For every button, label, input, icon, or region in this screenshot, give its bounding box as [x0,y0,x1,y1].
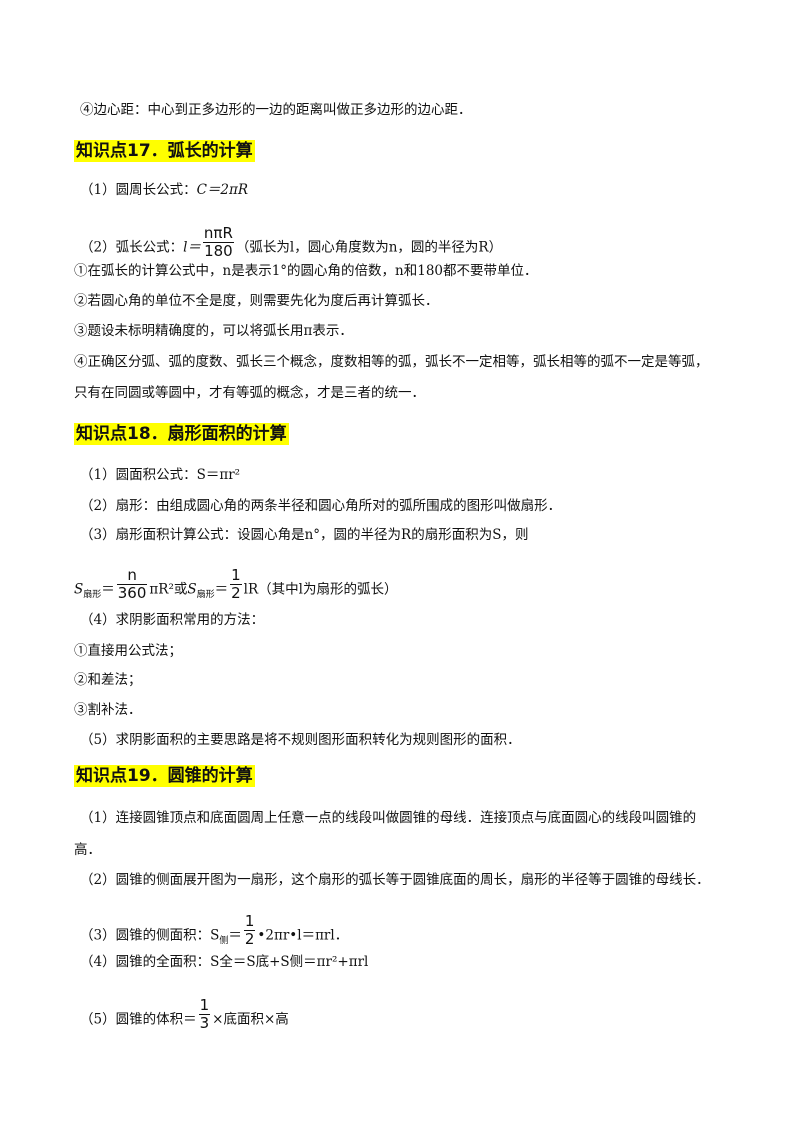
sector-frac1-den: 360 [116,584,148,602]
lateral-frac-num: 1 [244,912,255,930]
sector-item-2: （2）扇形：由组成圆心角的两条半径和圆心角所对的弧所围成的图形叫做扇形． [80,498,562,514]
sector-item-3: （3）扇形面积计算公式：设圆心角是n°，圆的半径为R的扇形面积为S，则 [80,527,529,543]
sector-tail2: lR（其中l为扇形的弧长） [243,581,398,598]
sector-eq1: ＝ [101,581,115,598]
sector-frac2-num: 1 [231,566,241,584]
volume-prefix: （5）圆锥的体积＝ [80,1011,197,1028]
cone-item-1-cont: 高． [74,842,101,858]
lateral-eq: ＝ [228,927,242,944]
sector-tail1: πR²或 [149,581,188,598]
arc-note-4: ④正确区分弧、弧的度数、弧长三个概念，度数相等的弧，弧长不一定相等，弧长相等的弧… [74,354,709,370]
circumference-formula: C＝2πR [196,182,249,198]
sector-item-1: （1）圆面积公式：S＝πr² [80,467,241,483]
heading-17: 知识点17．弧长的计算 [74,140,255,162]
volume-frac-den: 3 [198,1014,211,1032]
arc-note-4-cont: 只有在同圆或等圆中，才有等弧的概念，才是三者的统一． [74,385,425,401]
top-item: ④边心距：中心到正多边形的一边的距离叫做正多边形的边心距． [80,102,472,118]
arc-frac-den: 180 [202,242,234,260]
heading-19: 知识点19．圆锥的计算 [74,765,255,787]
arc-note-1: ①在弧长的计算公式中，n是表示1°的圆心角的倍数，n和180都不要带单位． [74,263,538,279]
arc-var: l＝ [183,239,201,256]
arc-formula-suffix: （弧长为l，圆心角度数为n，圆的半径为R） [235,239,503,256]
method-1: ①直接用公式法； [74,643,182,659]
arc-note-2: ②若圆心角的单位不全是度，则需要先化为度后再计算弧长． [74,293,439,309]
circumference-line: （1）圆周长公式：C＝2πR [80,180,248,200]
sector-item-5: （5）求阴影面积的主要思路是将不规则图形面积转化为规则图形的面积． [80,732,521,748]
sector-sub2: 扇形 [196,590,215,601]
cone-item-1: （1）连接圆锥顶点和底面圆周上任意一点的线段叫做圆锥的母线．连接顶点与底面圆心的… [80,810,697,826]
lateral-sub: 侧 [219,936,229,947]
sector-s1: S [74,581,84,598]
sector-frac2-den: 2 [230,584,242,602]
circumference-prefix: （1）圆周长公式： [80,182,197,198]
arc-formula-prefix: （2）弧长公式： [80,239,184,256]
sector-eq2: ＝ [214,581,229,598]
lateral-tail: •2πr•l＝πrl． [257,927,349,944]
method-3: ③割补法． [74,702,142,718]
sector-sub1: 扇形 [83,590,102,601]
volume-tail: ×底面积×高 [212,1011,289,1028]
sector-s2: S [187,581,197,598]
method-2: ②和差法； [74,672,142,688]
lateral-frac-den: 2 [243,930,256,948]
heading-18: 知识点18．扇形面积的计算 [74,423,289,445]
cone-item-2: （2）圆锥的侧面展开图为一扇形，这个扇形的弧长等于圆锥底面的周长，扇形的半径等于… [80,872,710,888]
arc-note-3: ③题设未标明精确度的，可以将弧长用π表示． [74,323,353,339]
sector-frac1-num: n [127,566,137,584]
methods-title: （4）求阴影面积常用的方法： [80,612,265,628]
lateral-prefix: （3）圆锥的侧面积：S [80,927,220,944]
arc-frac-num: nπR [203,224,233,242]
cone-total-area: （4）圆锥的全面积：S全＝S底+S侧＝πr²+πrl [80,954,369,970]
volume-frac-num: 1 [199,996,210,1014]
